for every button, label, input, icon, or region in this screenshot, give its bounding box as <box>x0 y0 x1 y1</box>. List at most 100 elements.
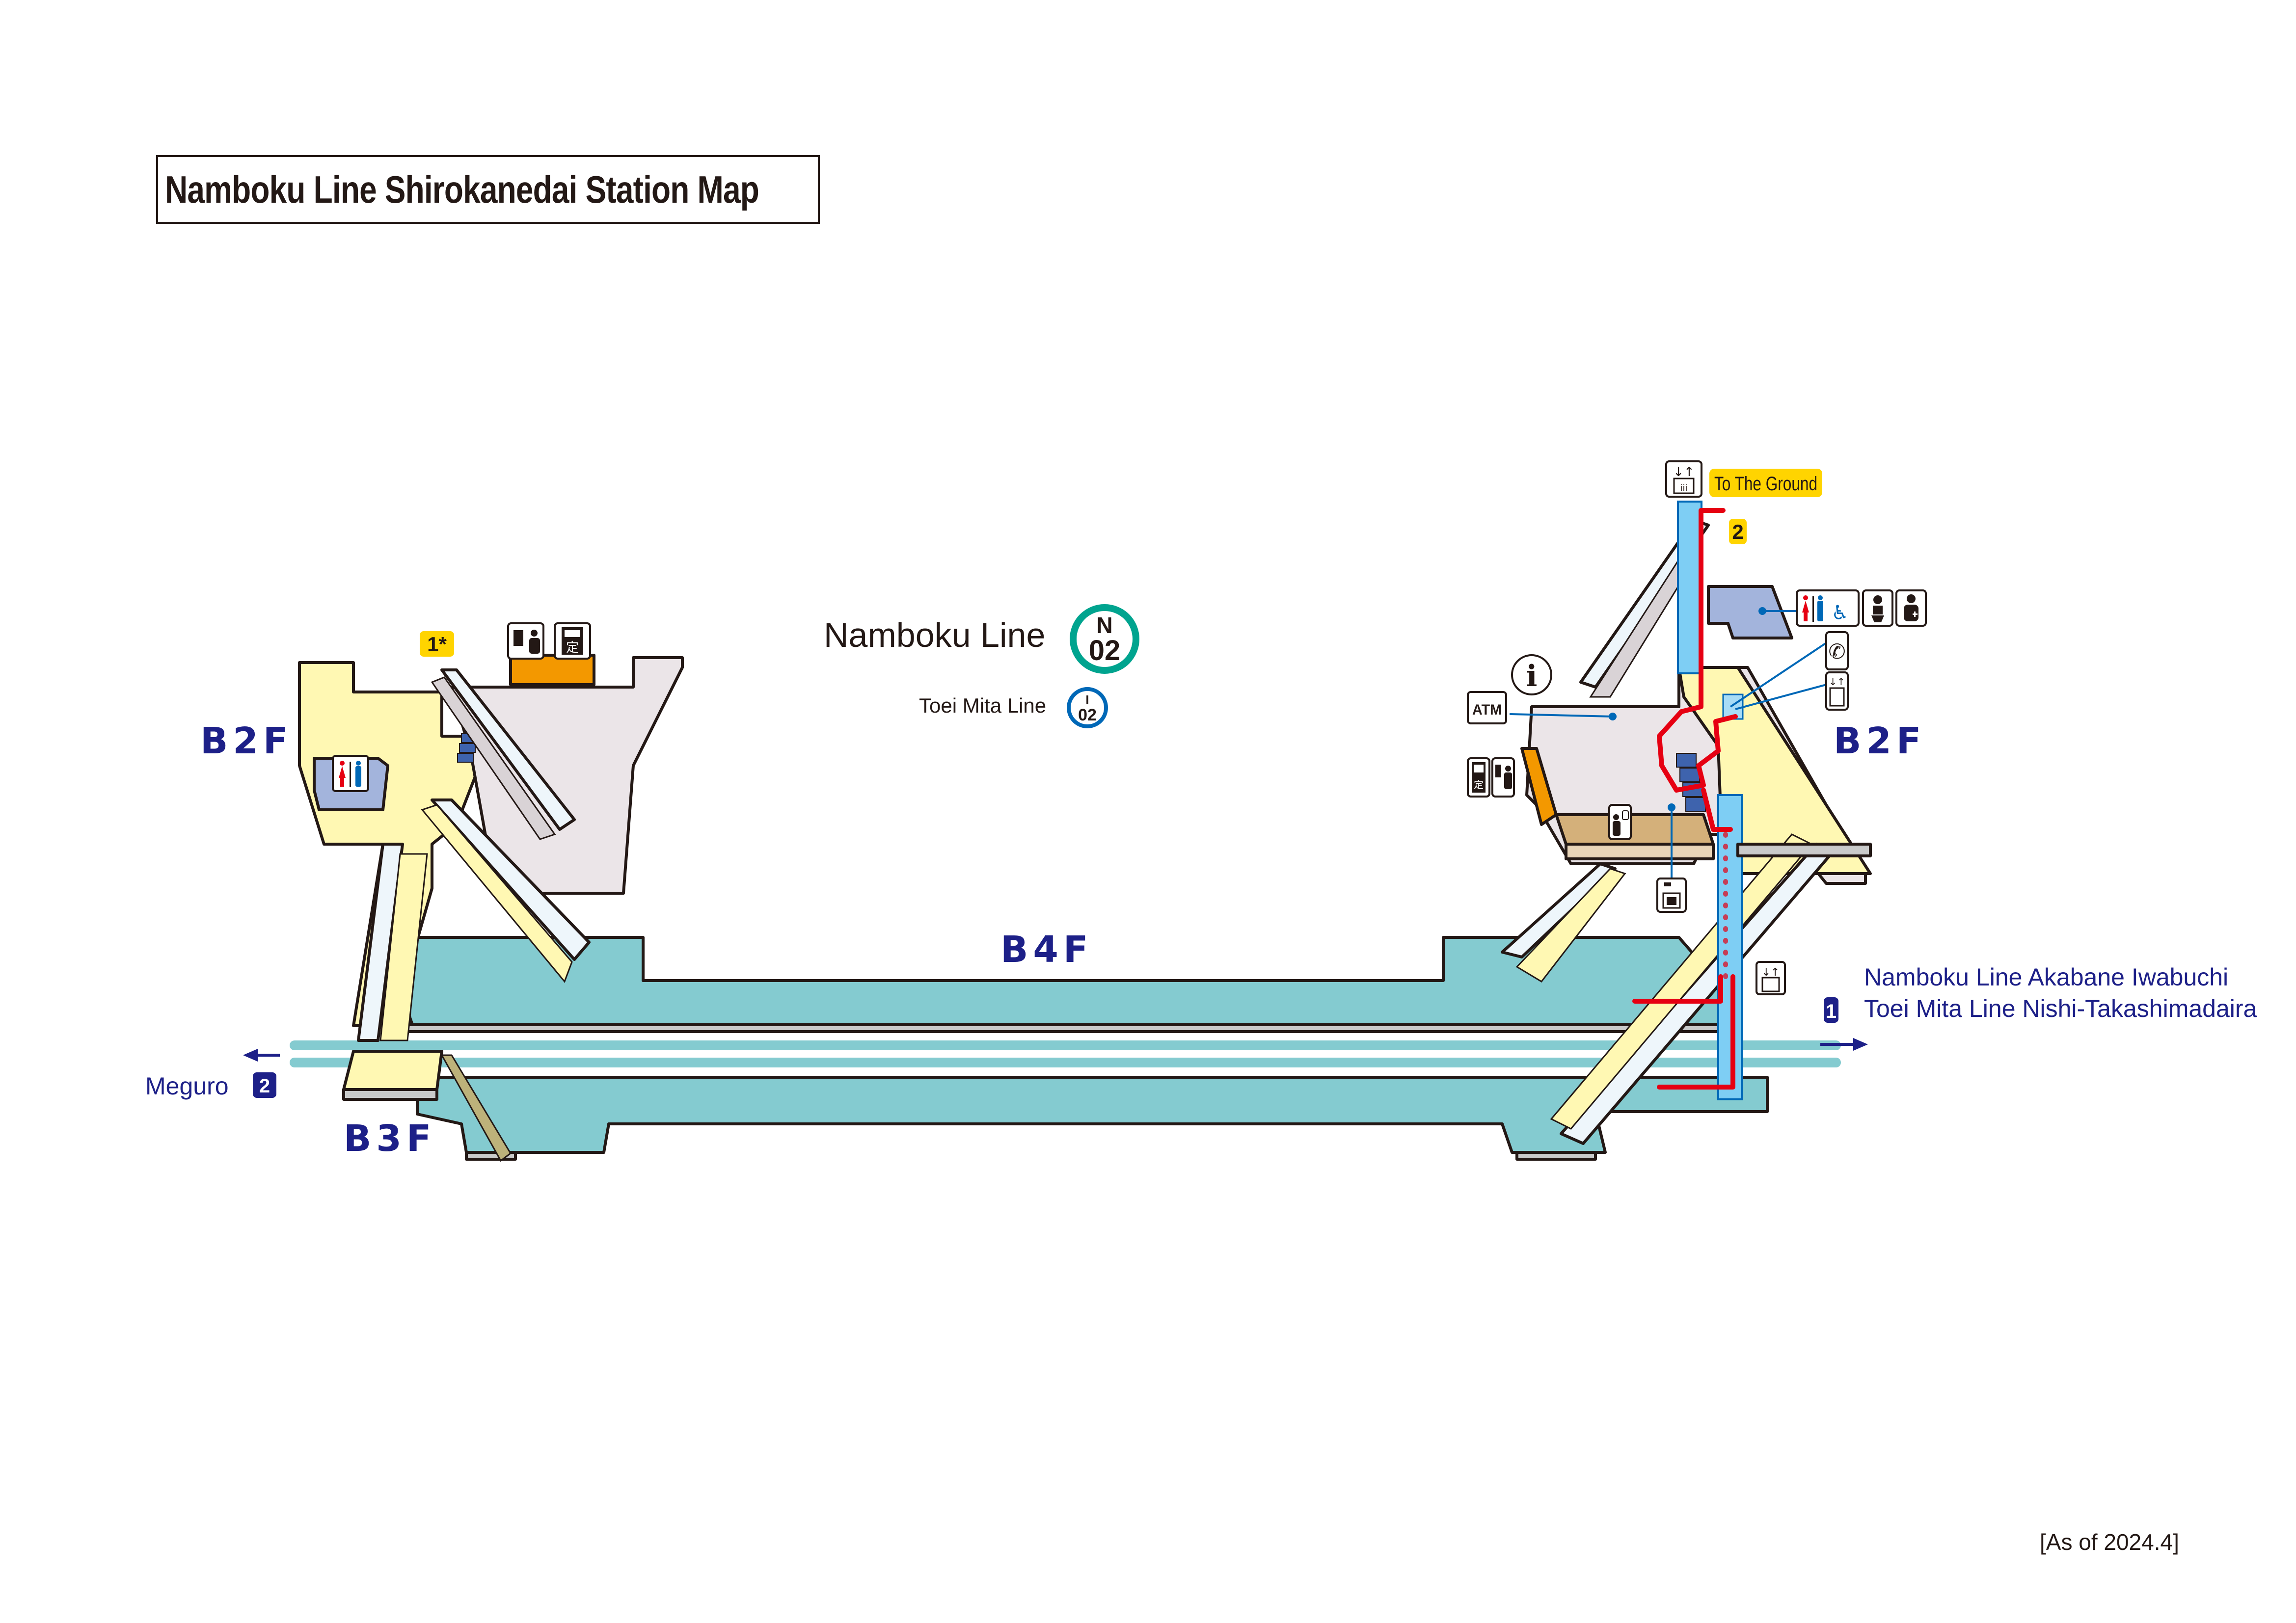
leader-dot <box>1758 607 1766 615</box>
platform-upper-edge <box>401 1023 1729 1033</box>
icon-coin-locker[interactable] <box>1656 878 1687 913</box>
namboku-station-number-ring <box>1070 604 1139 674</box>
mita-line-letter: I <box>1085 692 1089 707</box>
ticket-counter-left <box>509 654 595 686</box>
person-body <box>1904 605 1918 621</box>
destination-akabane-iwabuchi: Namboku Line Akabane Iwabuchi <box>1864 963 2228 991</box>
namboku-station-number: 02 <box>1089 635 1121 666</box>
bag-glyph <box>1667 897 1676 905</box>
elevator-shaft-upper <box>1677 501 1702 674</box>
male-icon <box>1817 601 1823 621</box>
station-office-front <box>1565 843 1715 860</box>
female-icon <box>339 766 346 778</box>
icon-elevator-top[interactable]: ↓↑ ііі <box>1665 460 1702 498</box>
person-body <box>529 638 540 654</box>
leader-telephone <box>1729 642 1827 708</box>
restroom-area-right <box>1707 585 1793 639</box>
stairs-to-b3f <box>379 853 428 1041</box>
concourse-gray <box>450 656 684 895</box>
person-head <box>1505 766 1511 772</box>
icon-first-aid[interactable] <box>1895 589 1927 627</box>
icon-frame <box>1825 631 1849 670</box>
exit-badge-bg <box>1729 519 1747 544</box>
ticket-counter-right <box>1520 747 1558 826</box>
person-head <box>531 630 538 637</box>
line-badge-namboku: Namboku Line N 02 <box>824 604 1139 674</box>
map-title-box: Namboku Line Shirokanedai Station Map <box>156 155 820 224</box>
atm-glyph: ATM <box>1472 702 1502 718</box>
telephone-glyph: ✆ <box>1828 639 1845 664</box>
track-badge-1 <box>1824 997 1838 1023</box>
fare-gate <box>1679 768 1700 782</box>
icon-ticket-staff-left[interactable] <box>507 622 544 660</box>
icon-restroom-accessible[interactable]: ♿ <box>1796 589 1860 627</box>
destination-nishi-takashimadaira: Toei Mita Line Nishi-Takashimadaira <box>1864 995 2257 1022</box>
mita-station-number-ring <box>1067 687 1108 728</box>
icon-elevator-b2f[interactable]: ↓↑ <box>1825 671 1849 711</box>
escalator-exit2 <box>1579 519 1710 689</box>
info-ring <box>1511 654 1552 695</box>
icon-information[interactable]: i <box>1511 654 1552 695</box>
icon-station-office[interactable] <box>1608 804 1632 840</box>
exit-badge-bg <box>420 631 454 657</box>
to-ground-badge[interactable]: To The Ground <box>1709 469 1822 497</box>
icon-atm[interactable]: ATM <box>1467 691 1507 724</box>
exit-1-badge[interactable]: 1* <box>420 631 454 657</box>
icon-baby-changing[interactable] <box>1862 589 1893 627</box>
direction-westbound: Meguro 2 <box>145 1049 280 1100</box>
leader-dot <box>1668 803 1675 811</box>
stairs-b3f-b4f <box>440 1054 512 1162</box>
staff-head <box>1613 814 1619 820</box>
b3f-floor <box>342 1050 443 1091</box>
locker-frame <box>1662 892 1681 909</box>
floor-label-b2f-left: B2F <box>200 720 293 762</box>
female-icon <box>1804 612 1808 621</box>
floor-label-b4f: B4F <box>1000 929 1093 971</box>
person-head <box>1907 594 1916 603</box>
escalator-exit1 <box>440 668 576 831</box>
direction-eastbound: Namboku Line Akabane Iwabuchi 1 Toei Mit… <box>1820 963 2257 1051</box>
escalator-b2f-b4f-right <box>1501 862 1617 958</box>
exit-1-label: 1* <box>427 633 447 656</box>
floor-label-b3f: B3F <box>344 1117 436 1160</box>
arrow-right-icon <box>1853 1038 1868 1051</box>
key-glyph <box>1664 882 1671 886</box>
exit-2-badge[interactable]: 2 <box>1729 519 1747 544</box>
leader-atm <box>1509 713 1613 718</box>
icon-telephone[interactable]: ✆ <box>1825 631 1849 670</box>
icon-frame <box>1796 589 1860 627</box>
person-body <box>1504 772 1512 789</box>
pass-glyph-window <box>565 630 580 637</box>
icon-restroom-left[interactable] <box>332 755 369 792</box>
icon-frame <box>1656 878 1687 913</box>
wheelchair-icon: ♿ <box>1831 602 1849 624</box>
female-icon <box>1803 595 1808 600</box>
icon-commuter-pass-right[interactable]: 定 <box>1467 757 1490 798</box>
icon-commuter-pass-left[interactable]: 定 <box>554 622 591 660</box>
train-glyph <box>1622 810 1629 820</box>
escalator-b2f-b4f <box>431 798 591 961</box>
female-icon <box>340 778 344 787</box>
fare-gate <box>1685 797 1706 812</box>
female-icon <box>340 761 345 766</box>
floor-label-b2f-right: B2F <box>1834 720 1926 762</box>
female-icon <box>1802 601 1809 612</box>
escalator-steps <box>431 676 556 840</box>
elevator-people: ііі <box>1680 483 1687 493</box>
leader-elevator <box>1735 684 1827 710</box>
leader-dot <box>1609 713 1617 720</box>
fare-gate <box>459 743 476 753</box>
b3f-landing <box>342 1050 512 1162</box>
barrier-free-route <box>1632 974 1723 1004</box>
platform-lower <box>416 1076 1769 1154</box>
namboku-line-letter: N <box>1096 612 1112 638</box>
icon-ticket-staff-right[interactable] <box>1491 757 1515 798</box>
divider <box>350 762 351 787</box>
male-icon <box>356 761 361 766</box>
platform-lower-edge <box>1515 1151 1597 1161</box>
icon-elevator-b4f[interactable]: ↓↑ <box>1756 961 1786 995</box>
barrier-free-route <box>1657 974 1735 1090</box>
pass-glyph-window <box>1474 765 1484 772</box>
elevator-car <box>1829 687 1845 707</box>
